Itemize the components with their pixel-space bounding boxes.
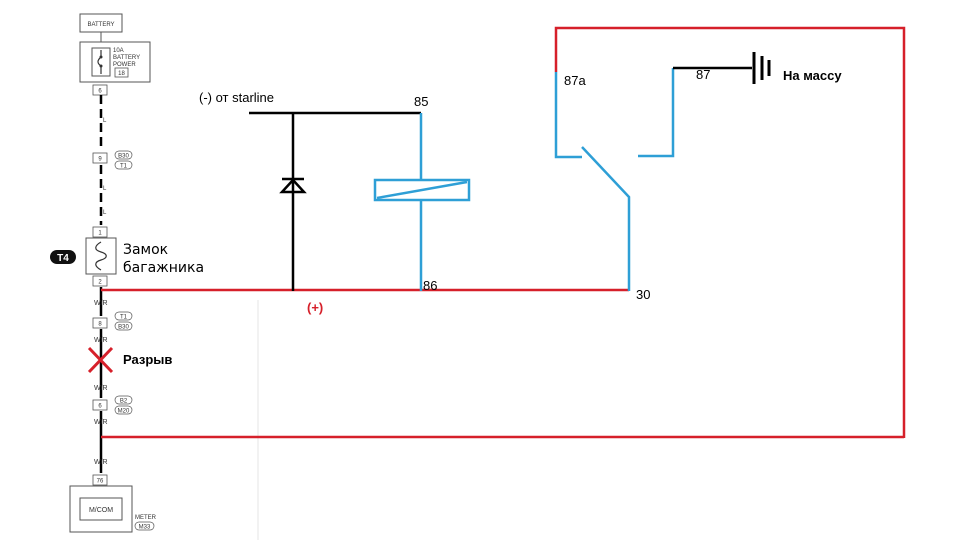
connector-6b [92,399,108,411]
diode-icon [279,177,307,194]
break-x-icon [87,346,114,374]
relay-coil-icon [373,178,471,202]
tag-t1-lower: T1 [120,315,128,321]
badge-t4 [50,250,76,264]
trunk-lock-label-2: багажника [123,260,204,276]
pin-87-label: 87 [696,67,710,82]
connector-76 [92,474,108,486]
tag-t1: T1 [120,164,128,170]
meter-label: METER [135,515,157,521]
svg-text:1: 1 [98,231,102,237]
svg-text:W/R: W/R [94,419,108,426]
trunk-lock-label-1: Замок [123,242,168,258]
fuse-name-1: BATTERY [113,55,140,61]
svg-text:W/R: W/R [94,300,108,307]
contact-30-arm [581,146,631,291]
svg-text:6: 6 [98,89,102,95]
wire-l-label-3: L [103,210,107,216]
fuse-frame [91,47,111,77]
svg-text:W/R: W/R [94,459,108,466]
pin-30-label: 30 [636,287,650,302]
red-loop-line [554,26,906,438]
connector-8 [92,317,108,329]
pin-87a-label: 87a [564,73,586,88]
svg-text:W/R: W/R [94,337,108,344]
tag-b30: B30 [118,154,129,160]
starline-label: (-) от starline [199,90,274,105]
fuse-name-2: POWER [113,62,136,68]
ground-label: На массу [783,68,842,83]
svg-text:T4: T4 [57,253,69,264]
tag-m20: M20 [118,409,130,415]
wire-l-label-1: L [103,118,107,124]
tag-b2: B2 [120,399,128,405]
connector-9 [92,152,108,164]
svg-text:9: 9 [98,157,102,163]
svg-text:2: 2 [98,280,102,286]
plus-label: (+) [307,300,323,315]
svg-text:W/R: W/R [94,385,108,392]
connector-2 [92,275,108,287]
wire-l-label-2: L [103,186,107,192]
pin-86-label: 86 [423,278,437,293]
tag-b30-lower: B30 [118,325,129,331]
trunk-lock-box [85,237,117,275]
battery-label: BATTERY [87,22,114,28]
factory-schematic: BATTERY 10A BATTERY POWER 18 6 L 9 B30 T… [50,13,259,540]
mcom-box [79,497,123,521]
svg-text:8: 8 [98,322,102,328]
ground-icon [752,52,771,84]
tag-m33: M33 [139,525,151,531]
fuse-rating: 10A [113,48,124,54]
pin-85-label: 85 [414,94,428,109]
contact-87-wire [638,68,675,158]
svg-text:6: 6 [98,404,102,410]
relay-circuit: (-) от starline 85 86 30 87a 87 На массу… [101,26,906,439]
solenoid-coil [95,241,107,271]
fuse-number: 18 [118,71,125,77]
contact-87a-wire [554,72,582,159]
break-label: Разрыв [123,352,172,367]
mcom-label: M/COM [89,507,113,514]
svg-text:76: 76 [97,479,104,485]
connector-1 [92,226,108,238]
